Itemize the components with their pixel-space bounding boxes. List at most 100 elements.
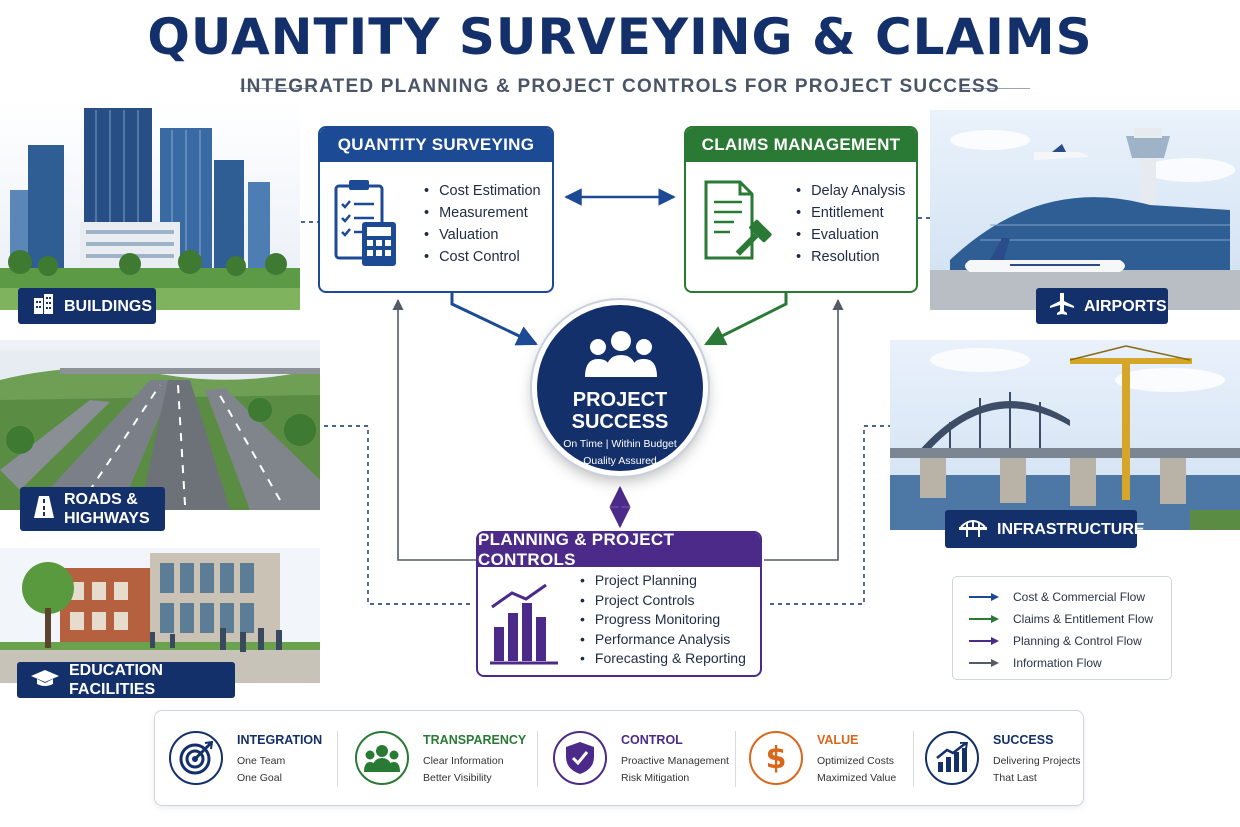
target-icon bbox=[169, 731, 223, 785]
list-item: Progress Monitoring bbox=[580, 610, 746, 630]
team-icon bbox=[583, 329, 659, 384]
highways-image bbox=[0, 340, 320, 510]
legend-arrow-icon bbox=[969, 593, 999, 601]
category-buildings: BUILDINGS bbox=[18, 288, 156, 324]
quantity-surveying-box: QUANTITY SURVEYING Cost Estimation Measu… bbox=[318, 126, 554, 293]
legend-item: Cost & Commercial Flow bbox=[969, 590, 1145, 604]
legend-label: Planning & Control Flow bbox=[1013, 634, 1142, 648]
list-item: Evaluation bbox=[796, 224, 905, 246]
legend-arrow-icon bbox=[969, 637, 999, 645]
legend-item: Information Flow bbox=[969, 656, 1102, 670]
claims-items: Delay Analysis Entitlement Evaluation Re… bbox=[796, 180, 905, 268]
page-subtitle: INTEGRATED PLANNING & PROJECT CONTROLS F… bbox=[240, 76, 1000, 97]
building-icon bbox=[32, 293, 54, 319]
category-label: AIRPORTS bbox=[1084, 297, 1167, 315]
planning-to-claims-flow bbox=[764, 298, 844, 561]
pillar-line-2: Better Visibility bbox=[423, 772, 492, 784]
document-gavel-icon bbox=[702, 180, 778, 269]
pillar-divider bbox=[337, 731, 338, 787]
category-education-facilities: EDUCATION FACILITIES bbox=[17, 662, 235, 698]
category-infrastructure: INFRASTRUCTURE bbox=[945, 510, 1145, 548]
success-subtitle-2: Quality Assured bbox=[583, 455, 657, 467]
list-item: Project Planning bbox=[580, 571, 746, 591]
category-label: INFRASTRUCTURE bbox=[997, 520, 1145, 538]
box-title: PLANNING & PROJECT CONTROLS bbox=[478, 533, 760, 569]
legend-item: Claims & Entitlement Flow bbox=[969, 612, 1153, 626]
list-item: Performance Analysis bbox=[580, 630, 746, 650]
airplane-icon bbox=[1050, 292, 1074, 320]
pillar-transparency: TRANSPARENCY Clear Information Better Vi… bbox=[355, 729, 527, 789]
category-label: ROADS &HIGHWAYS bbox=[64, 491, 150, 527]
pillar-title: SUCCESS bbox=[993, 733, 1054, 747]
people-icon bbox=[355, 731, 409, 785]
bridge-icon bbox=[959, 517, 987, 542]
subtitle-rule-left bbox=[240, 88, 312, 89]
planning-items: Project Planning Project Controls Progre… bbox=[580, 571, 746, 669]
flow-legend: Cost & Commercial Flow Claims & Entitlem… bbox=[952, 576, 1172, 680]
pillar-success: SUCCESS Delivering Projects That Last bbox=[925, 729, 1081, 789]
list-item: Resolution bbox=[796, 246, 905, 268]
pillar-line-1: One Team bbox=[237, 755, 286, 767]
category-roads-highways: ROADS &HIGHWAYS bbox=[20, 487, 165, 531]
box-title: QUANTITY SURVEYING bbox=[320, 128, 552, 162]
pillar-title: VALUE bbox=[817, 733, 859, 747]
legend-item: Planning & Control Flow bbox=[969, 634, 1142, 648]
box-title: CLAIMS MANAGEMENT bbox=[686, 128, 916, 162]
pillar-line-2: That Last bbox=[993, 772, 1037, 784]
legend-label: Information Flow bbox=[1013, 656, 1102, 670]
pillar-integration: INTEGRATION One Team One Goal bbox=[169, 729, 329, 789]
pillar-title: CONTROL bbox=[621, 733, 683, 747]
success-subtitle-1: On Time | Within Budget bbox=[563, 438, 677, 450]
graduation-cap-icon bbox=[31, 668, 59, 693]
clipboard-calculator-icon bbox=[332, 176, 404, 275]
growth-chart-icon bbox=[925, 731, 979, 785]
legend-arrow-icon bbox=[969, 615, 999, 623]
pillar-divider bbox=[913, 731, 914, 787]
category-airports: AIRPORTS bbox=[1036, 288, 1168, 324]
category-label: EDUCATION FACILITIES bbox=[69, 662, 163, 698]
planning-to-qs-flow bbox=[392, 298, 476, 561]
connector-roads bbox=[316, 425, 470, 605]
buildings-image bbox=[0, 100, 300, 310]
pillar-value: $ VALUE Optimized Costs Maximized Value bbox=[749, 729, 909, 789]
pillar-line-2: Risk Mitigation bbox=[621, 772, 690, 784]
list-item: Project Controls bbox=[580, 591, 746, 611]
shield-check-icon bbox=[553, 731, 607, 785]
bar-chart-icon bbox=[490, 583, 560, 672]
infrastructure-image bbox=[890, 340, 1240, 530]
pillar-line-1: Delivering Projects bbox=[993, 755, 1081, 767]
subtitle-rule-right bbox=[960, 88, 1030, 89]
legend-label: Cost & Commercial Flow bbox=[1013, 590, 1146, 604]
pillar-title: INTEGRATION bbox=[237, 733, 323, 747]
list-item: Entitlement bbox=[796, 202, 905, 224]
list-item: Cost Estimation bbox=[424, 180, 541, 202]
pillar-line-1: Proactive Management bbox=[621, 755, 729, 767]
qs-to-success-arrow bbox=[450, 293, 538, 346]
planning-controls-box: PLANNING & PROJECT CONTROLS Project Plan… bbox=[476, 531, 762, 677]
pillar-divider bbox=[537, 731, 538, 787]
dollar-icon: $ bbox=[749, 731, 803, 785]
list-item: Delay Analysis bbox=[796, 180, 905, 202]
list-item: Cost Control bbox=[424, 246, 541, 268]
list-item: Forecasting & Reporting bbox=[580, 649, 746, 669]
airports-image bbox=[930, 110, 1240, 310]
list-item: Measurement bbox=[424, 202, 541, 224]
pillar-title: TRANSPARENCY bbox=[423, 733, 527, 747]
pillar-line-2: Maximized Value bbox=[817, 772, 897, 784]
pillar-line-1: Clear Information bbox=[423, 755, 504, 767]
claims-management-box: CLAIMS MANAGEMENT Delay Analysis Entitle… bbox=[684, 126, 918, 293]
value-pillars-bar: INTEGRATION One Team One Goal TRANSPAREN… bbox=[154, 710, 1084, 806]
category-label: BUILDINGS bbox=[64, 297, 152, 315]
pillar-line-2: One Goal bbox=[237, 772, 282, 784]
claims-to-success-arrow bbox=[704, 293, 788, 346]
page-title: QUANTITY SURVEYING & CLAIMS bbox=[147, 8, 1093, 66]
list-item: Valuation bbox=[424, 224, 541, 246]
pillar-line-1: Optimized Costs bbox=[817, 755, 895, 767]
road-icon bbox=[34, 495, 54, 523]
pillar-control: CONTROL Proactive Management Risk Mitiga… bbox=[553, 729, 733, 789]
legend-label: Claims & Entitlement Flow bbox=[1013, 612, 1154, 626]
legend-arrow-icon bbox=[969, 659, 999, 667]
pillar-divider bbox=[735, 731, 736, 787]
